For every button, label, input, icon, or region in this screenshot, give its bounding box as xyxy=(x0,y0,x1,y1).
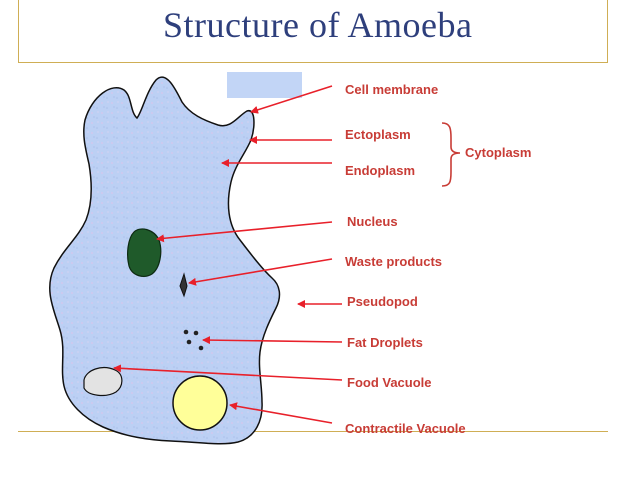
label-fat-droplets: Fat Droplets xyxy=(347,335,423,350)
nucleus xyxy=(127,228,162,277)
bottom-rule xyxy=(18,431,608,432)
arrow-food-vacuole xyxy=(113,364,343,381)
label-pseudopod: Pseudopod xyxy=(347,294,418,309)
label-cytoplasm: Cytoplasm xyxy=(465,145,532,160)
top-rule xyxy=(18,62,608,63)
arrow-cell-membrane xyxy=(250,85,333,114)
slide-title: Structure of Amoeba xyxy=(163,5,473,45)
label-ectoplasm: Ectoplasm xyxy=(345,127,411,142)
label-nucleus: Nucleus xyxy=(347,214,398,229)
arrow-contractile-vacuole xyxy=(229,402,333,424)
arrow-fat-droplets xyxy=(202,336,343,345)
fat-droplets xyxy=(183,329,204,351)
right-rule xyxy=(607,0,608,62)
cytoplasm-brace xyxy=(441,122,461,187)
left-rule xyxy=(18,0,19,62)
contractile-vacuole xyxy=(172,375,228,431)
color-swatch xyxy=(227,72,302,98)
pointer-arrows xyxy=(113,85,343,424)
label-contractile-vacuole: Contractile Vacuole xyxy=(345,421,466,436)
label-cell-membrane: Cell membrane xyxy=(345,82,439,97)
arrow-nucleus xyxy=(156,221,333,243)
label-waste-products: Waste products xyxy=(345,254,443,269)
arrow-waste-products xyxy=(188,258,333,286)
food-vacuole xyxy=(83,367,123,397)
label-food-vacuole: Food Vacuole xyxy=(347,375,432,390)
waste-products xyxy=(179,272,188,298)
amoeba-cell xyxy=(49,76,281,445)
label-endoplasm: Endoplasm xyxy=(345,163,416,178)
